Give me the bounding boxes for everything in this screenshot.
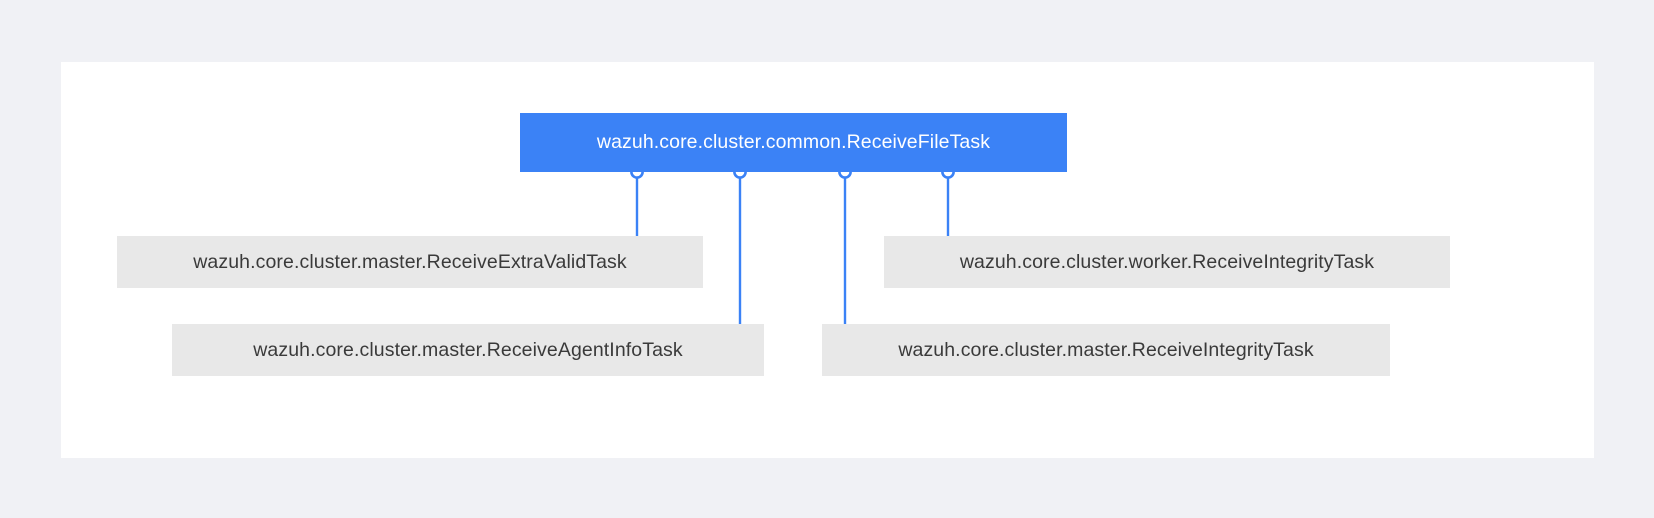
node-label-master-receiveextravalidtask: wazuh.core.cluster.master.ReceiveExtraVa… [193, 250, 627, 273]
node-root-label: wazuh.core.cluster.common.ReceiveFileTas… [596, 131, 991, 153]
node-label-worker-receiveintegritytask: wazuh.core.cluster.worker.ReceiveIntegri… [959, 250, 1375, 273]
node-label-master-receiveagentinfotask: wazuh.core.cluster.master.ReceiveAgentIn… [253, 338, 683, 361]
node-master-receiveagentinfotask[interactable]: wazuh.core.cluster.master.ReceiveAgentIn… [172, 324, 764, 376]
node-worker-receiveintegritytask[interactable]: wazuh.core.cluster.worker.ReceiveIntegri… [884, 236, 1450, 288]
node-master-receiveintegritytask[interactable]: wazuh.core.cluster.master.ReceiveIntegri… [822, 324, 1390, 376]
node-master-receiveextravalidtask[interactable]: wazuh.core.cluster.master.ReceiveExtraVa… [117, 236, 703, 288]
node-root-receivefiletask[interactable]: wazuh.core.cluster.common.ReceiveFileTas… [520, 113, 1067, 172]
node-label-master-receiveintegritytask: wazuh.core.cluster.master.ReceiveIntegri… [898, 338, 1314, 361]
